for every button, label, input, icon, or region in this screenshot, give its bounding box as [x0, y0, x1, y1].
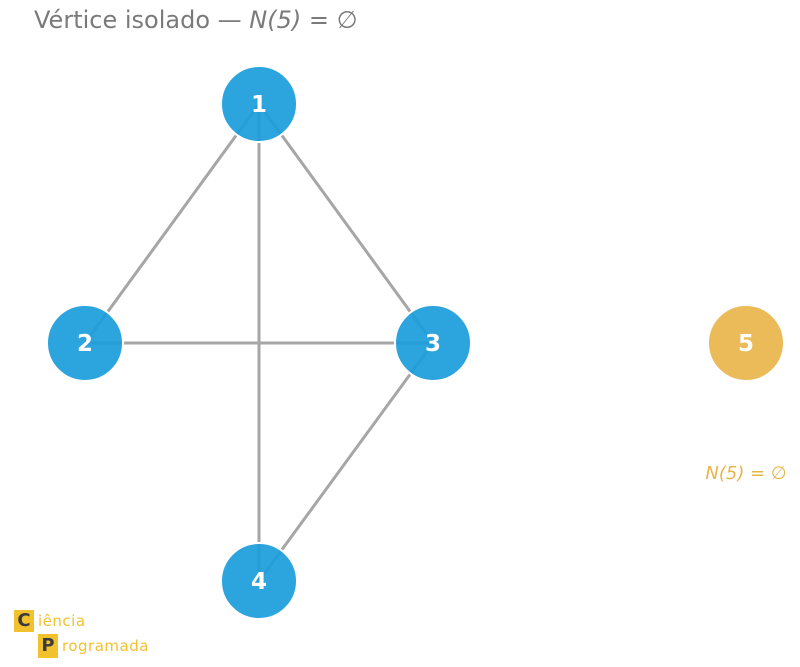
node-label-4: 4: [251, 569, 267, 595]
node-circle-4: [220, 542, 298, 620]
logo-letter-c: C: [14, 610, 34, 632]
nodes-layer: 1 2 3 4 5: [46, 65, 785, 620]
title-math: N(5) = ∅: [249, 6, 358, 34]
node-label-3: 3: [425, 331, 441, 357]
cienciaprogramada-logo: C iência P rogramada: [14, 610, 154, 660]
logo-text-programada: rogramada: [62, 637, 149, 655]
node-5: 5: [707, 304, 785, 382]
node-1: 1: [220, 65, 298, 143]
edges-layer: [83, 103, 435, 582]
diagram-title: Vértice isolado — N(5) = ∅: [34, 6, 358, 34]
node-label-5: 5: [738, 331, 754, 357]
title-prefix: Vértice isolado —: [34, 6, 250, 34]
node-2: 2: [46, 304, 124, 382]
node-circle-3: [394, 304, 472, 382]
node-circle-2: [46, 304, 124, 382]
isolated-vertex-annotation: N(5) = ∅: [705, 463, 786, 484]
node-circle-1: [220, 65, 298, 143]
logo-text-ciencia: iência: [38, 612, 86, 630]
edge-1-2: [83, 103, 261, 344]
node-label-1: 1: [251, 92, 267, 118]
node-circle-5: [707, 304, 785, 382]
node-4: 4: [220, 542, 298, 620]
node-label-2: 2: [77, 331, 93, 357]
node-3: 3: [394, 304, 472, 382]
edge-1-3: [257, 103, 435, 344]
edge-3-4: [257, 342, 435, 582]
logo-letter-p: P: [38, 634, 58, 658]
